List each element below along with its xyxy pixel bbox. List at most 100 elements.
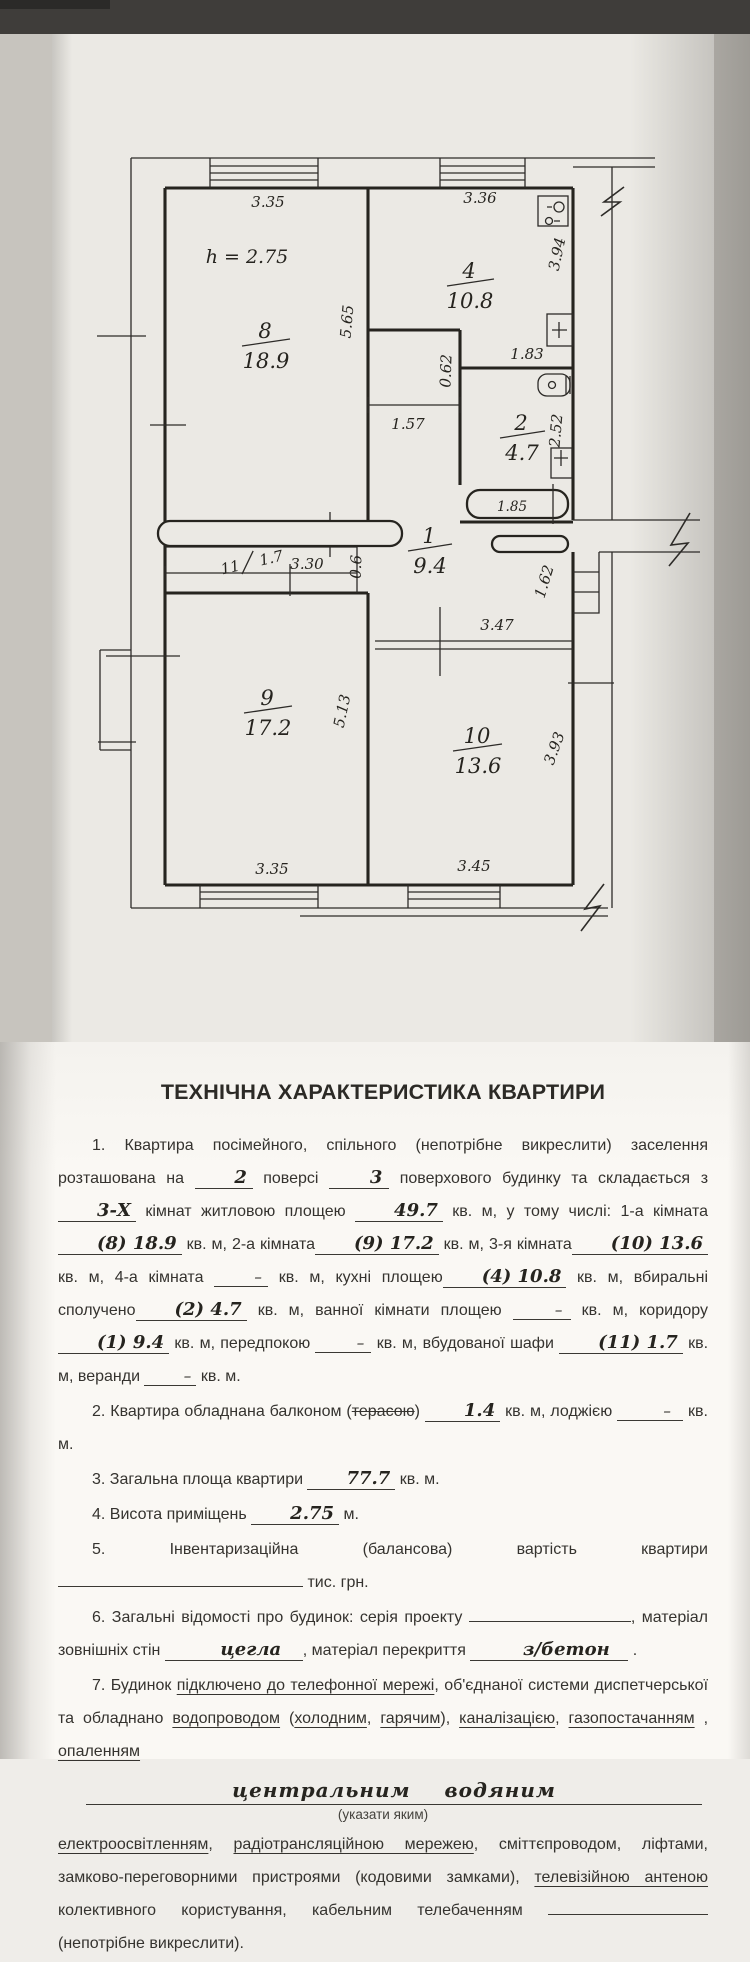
form-text: кв. м, ванної кімнати площею (246, 1302, 513, 1319)
heating-type-handwritten: центральним водяним (86, 1778, 702, 1805)
svg-text:9.4: 9.4 (413, 554, 446, 578)
form-text: 3. Загальна площа квартири (92, 1471, 308, 1488)
paragraph-1: 1. Квартира посімейного, спільного (непо… (58, 1129, 708, 1393)
form-text: м. (339, 1506, 359, 1523)
form-field-u: каналізацією (459, 1710, 556, 1727)
form-text: . (628, 1642, 638, 1659)
page-right-shadow (728, 1042, 750, 1759)
dim-hall-width: 1.57 (391, 415, 425, 433)
form-text: ), (440, 1710, 460, 1727)
form-text: 2. Квартира обладнана балконом ( (92, 1403, 352, 1420)
form-field-hw: 49.7 (355, 1200, 443, 1222)
form-field-hw: 77.7 (307, 1468, 396, 1490)
dim-room8-right: 5.65 (337, 304, 358, 339)
form-field-hw: цегла (164, 1639, 303, 1661)
form-field-u: підключено до телефонної мережі (176, 1677, 435, 1694)
page-left-shadow (0, 1042, 56, 1759)
svg-text:1.7: 1.7 (258, 547, 286, 570)
form-text: , матеріал зовнішніх стін (58, 1609, 709, 1659)
form-field-hw: 2.75 (251, 1503, 340, 1525)
svg-text:13.6: 13.6 (455, 754, 502, 778)
dim-room8-top: 3.35 (251, 193, 284, 211)
form-field-u: газопостачанням (568, 1710, 695, 1727)
svg-text:17.2: 17.2 (245, 716, 292, 740)
break-marks (580, 186, 691, 932)
form-field-u: радіотрансляційною мережею (233, 1836, 474, 1853)
form-field-hw: (4) 10.8 (442, 1266, 567, 1288)
floor-plan-drawing: 1.85 h = 2.75 8 18.9 4 10.8 2 4.7 1 9.4 … (0, 0, 750, 1042)
svg-text:4: 4 (461, 259, 475, 283)
form-text: , (555, 1710, 569, 1727)
left-edge-shadow (52, 34, 72, 1042)
svg-text:9: 9 (260, 686, 273, 710)
room-label-10: 10 13.6 (452, 724, 503, 778)
form-text: , об'єднаної системи диспетчерської та о… (58, 1677, 709, 1727)
right-edge-shadow (630, 34, 750, 1042)
form-text: кв. м, кухні площею (268, 1269, 443, 1286)
form-text: кв. м, 3-я кімната (438, 1236, 572, 1253)
form-field-strike: терасою (351, 1403, 415, 1420)
form-text: ) (414, 1403, 425, 1420)
form-text: кімнат житловою площею (135, 1203, 356, 1220)
form-field-dash: – (315, 1334, 372, 1353)
form-field-u: водопроводом (172, 1710, 281, 1727)
paragraph-7-continued: електроосвітленням, радіотрансляційною м… (58, 1828, 708, 1960)
svg-text:10: 10 (464, 724, 491, 748)
form-text: кв. м, у тому числі: 1-а кімната (442, 1203, 709, 1220)
form-text: поверхового будинку та складається з (389, 1170, 709, 1187)
form-text: кв. м, веранди (58, 1335, 709, 1385)
window-symbols (199, 158, 526, 908)
form-field-blank (58, 1567, 303, 1587)
form-field-hw: з/бетон (470, 1639, 629, 1661)
kitchen-sink-icon (546, 313, 574, 347)
svg-text:1: 1 (422, 524, 435, 548)
washbasin-icon (537, 373, 571, 397)
form-text: кв. м, лоджією (500, 1403, 618, 1420)
paragraph-6: 6. Загальні відомості про будинок: серія… (58, 1601, 708, 1667)
form-text: ( (280, 1710, 295, 1727)
scan-top-corner (0, 0, 110, 9)
form-field-blank (548, 1895, 708, 1915)
dim-room10-bottom: 3.45 (457, 857, 490, 875)
form-text: 7. Будинок (92, 1677, 177, 1694)
form-text: кв. м. (196, 1368, 241, 1385)
svg-text:10.8: 10.8 (447, 289, 494, 313)
dim-kitchen-jog: 0.62 (436, 354, 455, 388)
svg-text:11: 11 (219, 557, 242, 579)
form-text: 5. Інвентаризаційна (балансова) вартість… (92, 1541, 708, 1558)
form-text: , (366, 1710, 381, 1727)
paragraph-2: 2. Квартира обладнана балконом (терасою)… (58, 1395, 708, 1461)
form-text: тис. грн. (303, 1574, 369, 1591)
form-field-hw: (11) 1.7 (559, 1332, 683, 1354)
form-text: кв. м, коридору (570, 1302, 708, 1319)
form-field-hw: (1) 9.4 (58, 1332, 170, 1354)
room-label-9: 9 17.2 (243, 686, 293, 740)
form-text: , (208, 1836, 234, 1853)
stove-icon (537, 195, 569, 227)
svg-text:4.7: 4.7 (504, 441, 539, 465)
form-text: 6. Загальні відомості про будинок: серія… (92, 1609, 469, 1626)
toilet-icon (550, 447, 573, 479)
form-field-u: опаленням (58, 1743, 141, 1760)
room-label-2: 2 4.7 (499, 411, 546, 465)
svg-text:2: 2 (513, 411, 527, 435)
form-text: кв. м, вбиральні сполучено (58, 1269, 709, 1319)
form-field-hw: (8) 18.9 (58, 1233, 182, 1255)
closet-label-11: 11 1.7 (219, 547, 286, 579)
bathtub-length: 1.85 (497, 499, 527, 515)
form-field-dash: – (144, 1367, 197, 1386)
dim-bath-right: 2.52 (546, 413, 567, 449)
form-field-hw: (9) 17.2 (315, 1233, 439, 1255)
form-field-hw: (2) 4.7 (135, 1299, 247, 1321)
dim-kitchen-bottom: 1.83 (510, 345, 543, 363)
form-field-blank (468, 1602, 631, 1622)
form-field-hw: (10) 13.6 (571, 1233, 708, 1255)
scan-top-band (0, 0, 750, 34)
form-field-u: електроосвітленням (58, 1836, 209, 1853)
form-field-hw: 2 (194, 1167, 253, 1189)
dim-room10-top: 3.47 (480, 616, 514, 634)
form-text: , (694, 1710, 709, 1727)
specify-which-note: (указати яким) (337, 1807, 429, 1822)
floor-plan-scan: 1.85 h = 2.75 8 18.9 4 10.8 2 4.7 1 9.4 … (0, 0, 750, 1042)
